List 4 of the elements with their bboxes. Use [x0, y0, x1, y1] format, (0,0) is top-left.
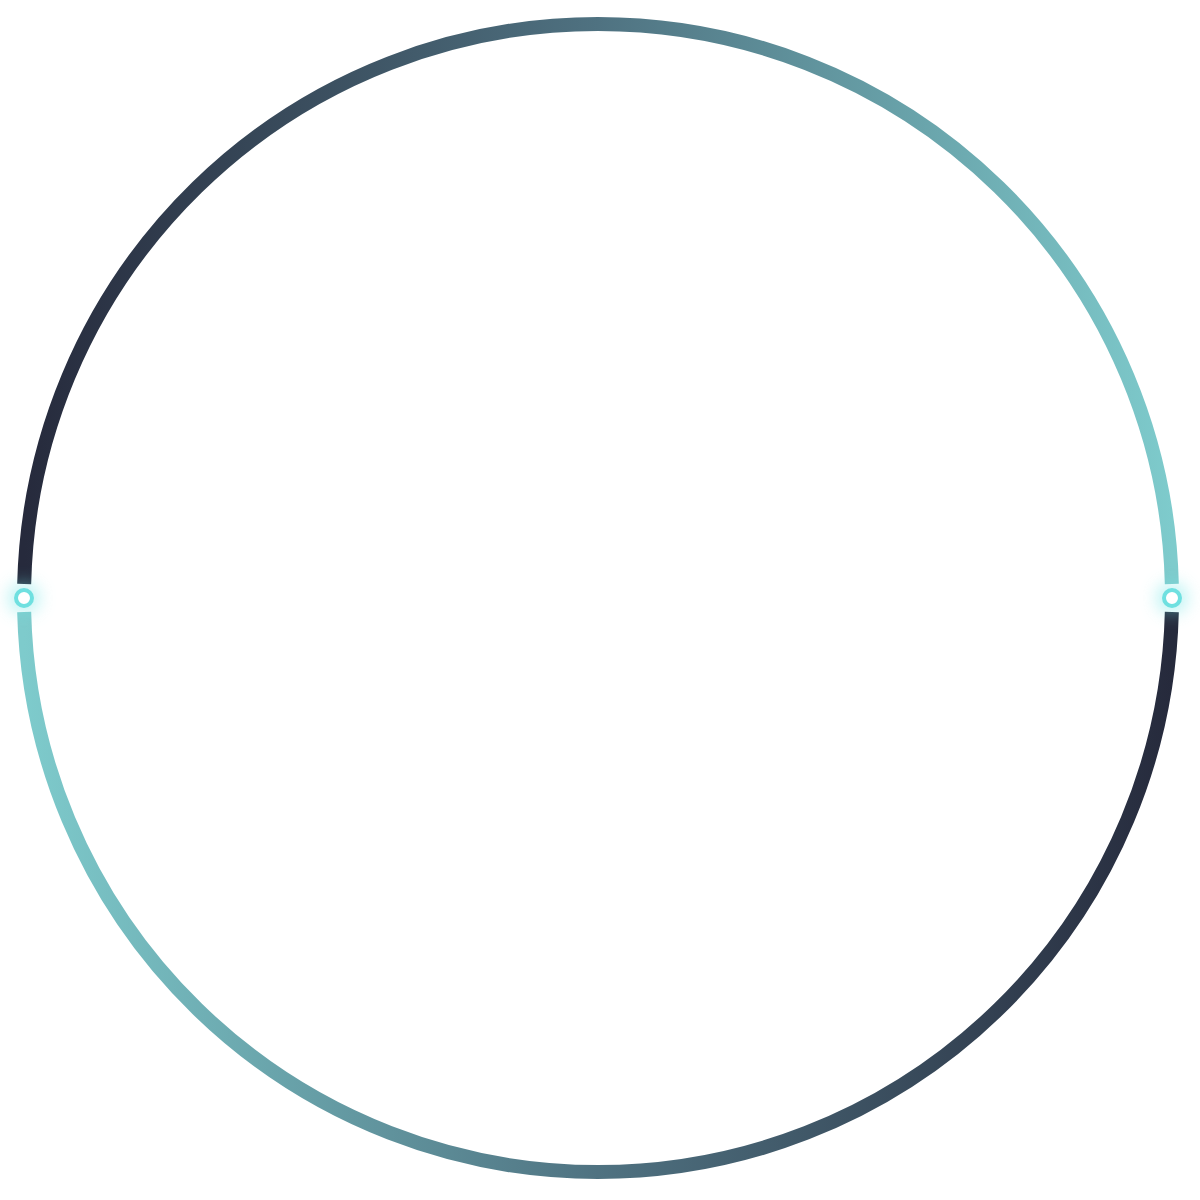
endpoint-dot: [14, 588, 34, 608]
endpoint-dot: [1162, 588, 1182, 608]
arc-connector: [17, 611, 1179, 1179]
arc-connector: [17, 17, 1179, 585]
